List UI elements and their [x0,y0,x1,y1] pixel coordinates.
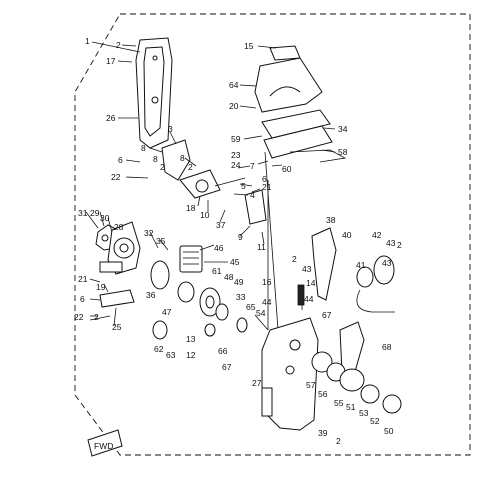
callout-67: 67 [322,310,332,320]
callout-62: 62 [154,344,164,354]
callout-43b: 43 [382,258,392,268]
callout-25: 25 [112,322,122,332]
callout-17: 17 [106,56,116,66]
callout-2c: 2 [336,436,341,446]
callout-23: 23 [231,150,241,160]
callout-45: 45 [230,257,240,267]
callout-52: 52 [370,416,380,426]
callout-61: 61 [212,266,222,276]
callout-26: 26 [106,113,116,123]
callout-30: 30 [100,213,110,223]
callout-35: 35 [156,236,166,246]
callout-34: 34 [338,124,348,134]
callout-19: 19 [96,282,106,292]
callout-64: 64 [229,80,239,90]
callout-59: 59 [231,134,241,144]
callout-43-mid: 43 [302,264,312,274]
fwd-badge: FWD [87,429,123,457]
callout-2e: 2 [188,162,193,172]
callout-20: 20 [229,101,239,111]
callout-40: 40 [342,230,352,240]
callout-labels: 1 2 17 26 15 64 20 34 59 58 3 8 6 22 8 2… [74,36,402,446]
callout-50: 50 [384,426,394,436]
callout-28: 28 [114,222,124,232]
callout-2d: 2 [160,162,165,172]
callout-48: 48 [224,272,234,282]
callout-7: 7 [250,161,255,171]
callout-33: 33 [236,292,246,302]
callout-67b: 67 [222,362,232,372]
callout-56: 56 [318,389,328,399]
callout-11: 11 [257,242,266,252]
callout-58: 58 [338,147,348,157]
callout-49: 49 [234,277,244,287]
callout-44b: 44 [304,294,314,304]
callout-6b: 6 [80,294,85,304]
callout-9: 9 [238,232,243,242]
dashed-frame [74,13,471,456]
callout-1: 1 [85,36,90,46]
callout-2b: 2 [397,240,402,250]
callout-18: 18 [186,203,196,213]
callout-6a: 6 [118,155,123,165]
main-body [261,180,319,431]
callout-22b: 22 [74,312,84,322]
middle-parts [150,245,248,340]
right-lever [311,227,402,414]
callout-2: 2 [116,40,121,50]
callout-2-left: 2 [94,312,99,322]
callout-4: 4 [250,190,255,200]
callout-66: 66 [218,346,228,356]
callout-38: 38 [326,215,336,225]
callout-27: 27 [252,378,262,388]
callout-57: 57 [306,380,316,390]
callout-55: 55 [334,398,344,408]
callout-42: 42 [372,230,382,240]
callout-14: 14 [306,278,316,288]
callout-44a: 44 [262,297,272,307]
callout-10: 10 [200,210,210,220]
fwd-badge-text: FWD [94,441,113,451]
callout-41: 41 [356,260,366,270]
callout-53: 53 [359,408,369,418]
callout-63: 63 [166,350,176,360]
callout-68: 68 [382,342,392,352]
callout-24: 24 [231,160,241,170]
callout-8c: 8 [180,153,185,163]
callout-29: 29 [90,208,100,218]
callout-8a: 8 [141,143,146,153]
callout-32: 32 [144,228,154,238]
callout-5: 5 [241,181,246,191]
callout-47: 47 [162,307,172,317]
callout-60: 60 [282,164,292,174]
callout-46: 46 [214,243,224,253]
callout-51: 51 [346,402,356,412]
callout-16: 16 [262,277,272,287]
small-bolts [254,284,305,331]
callout-6: 6 [262,174,267,184]
mounting-plate [135,37,173,149]
callout-15: 15 [244,41,254,51]
callout-39: 39 [318,428,328,438]
callout-13: 13 [186,334,196,344]
callout-36: 36 [146,290,156,300]
callout-2-mid: 2 [292,254,297,264]
callout-22a: 22 [111,172,121,182]
left-control-unit [89,221,141,321]
callout-3: 3 [168,124,173,134]
callout-37: 37 [216,220,226,230]
leader-lines [85,41,336,327]
callout-31: 31 [78,208,88,218]
callout-21b: 21 [78,274,88,284]
top-cover [254,45,347,163]
callout-43a: 43 [386,238,396,248]
callout-65: 65 [246,302,256,312]
callout-54: 54 [256,308,266,318]
callout-12: 12 [186,350,196,360]
callout-8b: 8 [153,154,158,164]
callout-21a: 21 [262,182,272,192]
